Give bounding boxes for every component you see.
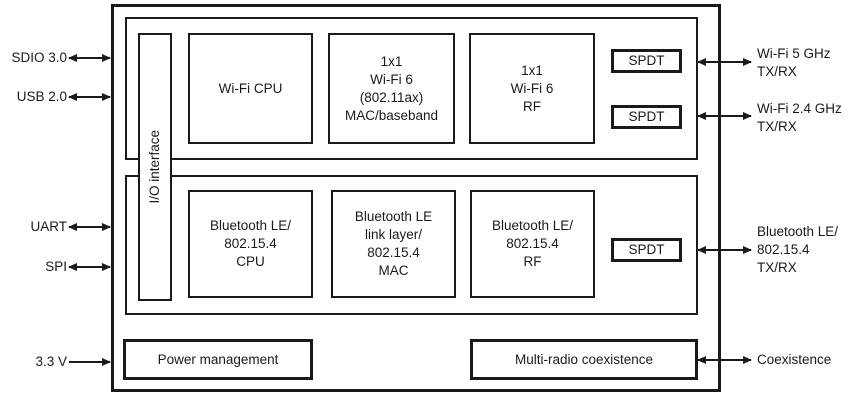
bt-link-mac-block: Bluetooth LE link layer/ 802.15.4 MAC [331, 190, 456, 298]
supply-3v3-arrow [69, 361, 110, 363]
sdio-arrow [69, 57, 110, 59]
bt-spdt-block: SPDT [611, 238, 682, 262]
wifi-rf-block: 1x1 Wi-Fi 6 RF [469, 33, 595, 144]
wifi-mac-baseband-block: 1x1 Wi-Fi 6 (802.11ax) MAC/baseband [328, 33, 455, 144]
wifi-24ghz-port-label: Wi-Fi 2.4 GHz TX/RX [757, 101, 842, 134]
wifi-cpu-block: Wi-Fi CPU [188, 33, 313, 144]
io-interface-block: I/O interface [138, 33, 172, 301]
io-interface-label: I/O interface [147, 130, 162, 204]
coexistence-arrow [698, 359, 751, 361]
chip-outline [111, 4, 721, 392]
usb-port-label: USB 2.0 [16, 89, 67, 104]
bt-rf-block: Bluetooth LE/ 802.15.4 RF [470, 190, 595, 298]
power-management-block: Power management [123, 339, 313, 380]
uart-port-label: UART [30, 219, 67, 234]
supply-3v3-label: 3.3 V [35, 354, 67, 369]
coexistence-port-label: Coexistence [757, 352, 832, 367]
wifi-5ghz-port-label: Wi-Fi 5 GHz TX/RX [757, 46, 831, 79]
bt-cpu-block: Bluetooth LE/ 802.15.4 CPU [188, 190, 313, 298]
multi-radio-coexistence-block: Multi-radio coexistence [470, 339, 698, 380]
spi-port-label: SPI [45, 259, 67, 274]
usb-arrow [69, 96, 110, 98]
spdt-5ghz-block: SPDT [611, 49, 682, 73]
bt-arrow [698, 249, 751, 251]
bt-port-label: Bluetooth LE/ 802.15.4 TX/RX [757, 224, 839, 275]
uart-arrow [69, 226, 110, 228]
sdio-port-label: SDIO 3.0 [11, 50, 67, 65]
wifi-5ghz-arrow [698, 61, 751, 63]
spdt-24ghz-block: SPDT [611, 105, 682, 129]
wifi-24ghz-arrow [698, 115, 751, 117]
spi-arrow [69, 266, 110, 268]
